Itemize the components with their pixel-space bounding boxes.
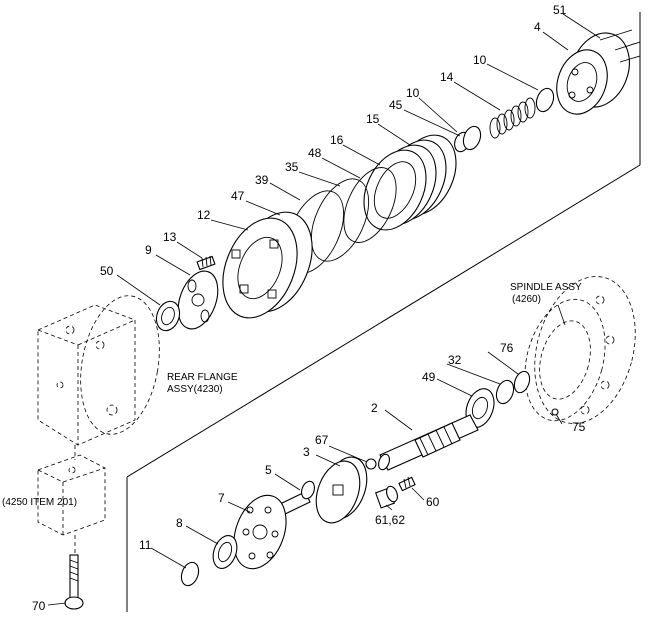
part-45-ring [462, 125, 482, 151]
label-10-b: 10 [406, 86, 420, 100]
part-70-bolt [64, 554, 84, 610]
label-8: 8 [176, 516, 183, 530]
part-50-bearing [155, 300, 181, 332]
part-75-pin [551, 408, 559, 416]
spindle-assy-code: (4260) [512, 294, 541, 305]
part-60-spring [398, 476, 416, 492]
item-201-label: (4250 ITEM 201) [2, 497, 77, 508]
label-47: 47 [231, 189, 245, 203]
label-70: 70 [32, 599, 46, 613]
part-2-shaft [378, 414, 479, 471]
part-15-16-plates [363, 134, 457, 231]
label-7: 7 [218, 491, 225, 505]
label-16: 16 [330, 133, 344, 147]
label-61-62: 61,62 [375, 513, 405, 527]
label-14: 14 [440, 70, 454, 84]
label-5: 5 [265, 463, 272, 477]
frame-lines [126, 12, 641, 612]
part-labels: 51 4 10 14 10 45 15 16 48 35 39 47 12 13… [32, 3, 586, 613]
label-11: 11 [139, 538, 152, 552]
part-13-spring [196, 255, 216, 271]
label-76: 76 [500, 341, 514, 355]
part-7-cylinder-block [233, 494, 287, 570]
part-67-ball [365, 458, 377, 470]
label-10-a: 10 [473, 53, 487, 67]
item-201-block [37, 454, 106, 555]
label-32: 32 [448, 353, 462, 367]
part-48-oring [343, 167, 397, 243]
label-35: 35 [285, 160, 299, 174]
spindle-assembly [524, 276, 636, 424]
part-76-ring [513, 370, 531, 394]
part-8-ring [212, 535, 238, 569]
label-9: 9 [145, 243, 152, 257]
label-4: 4 [534, 20, 541, 34]
rear-flange-title: REAR FLANGE [167, 372, 238, 383]
part-35-oring [310, 178, 370, 262]
label-48: 48 [308, 146, 322, 160]
part-11-snap-ring [180, 561, 200, 587]
label-75: 75 [572, 420, 586, 434]
leader-lines [47, 13, 601, 606]
label-15: 15 [366, 112, 380, 126]
spindle-assy-title: SPINDLE ASSY [510, 282, 582, 293]
assembly-labels: SPINDLE ASSY (4260) REAR FLANGE ASSY(423… [2, 282, 582, 508]
part-3-swash-plate [315, 456, 368, 524]
part-12-piston [222, 211, 313, 319]
part-10-ring-a [535, 87, 555, 113]
label-49: 49 [422, 370, 436, 384]
label-60: 60 [426, 495, 440, 509]
part-4-casing [556, 29, 641, 115]
label-67: 67 [315, 433, 329, 447]
part-61-62-pin [374, 485, 398, 509]
rear-flange-assembly [37, 295, 160, 460]
label-2: 2 [371, 401, 378, 415]
label-45: 45 [389, 98, 403, 112]
label-12: 12 [197, 208, 211, 222]
rear-flange-code: ASSY(4230) [167, 384, 223, 395]
label-39: 39 [255, 173, 269, 187]
label-13: 13 [163, 230, 177, 244]
part-32-ring [495, 379, 515, 405]
part-14-spring [489, 97, 536, 139]
label-51: 51 [553, 3, 567, 17]
part-5-piston [277, 480, 315, 516]
label-3: 3 [303, 445, 310, 459]
part-9-valve-plate [177, 270, 219, 330]
label-50: 50 [100, 264, 114, 278]
